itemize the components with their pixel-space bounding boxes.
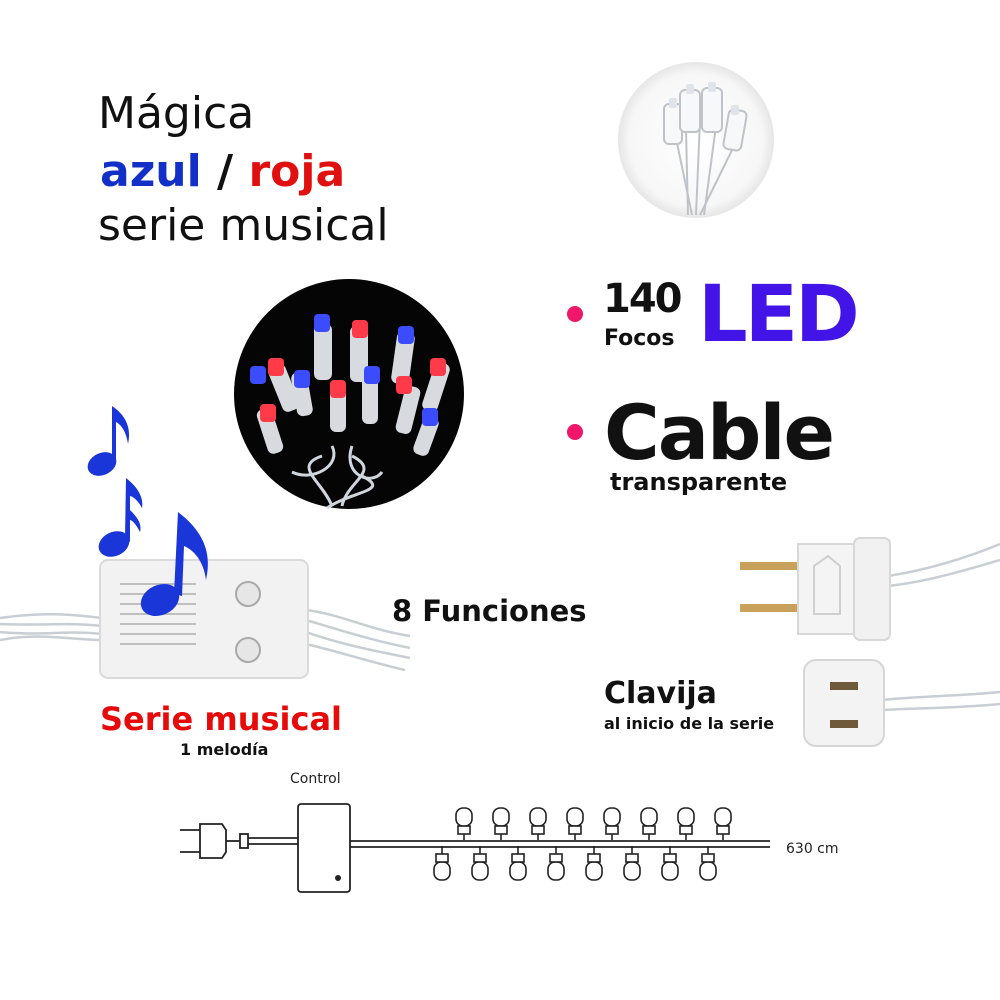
focos-label: Focos [604, 326, 675, 351]
bulb-icon [492, 807, 510, 840]
bulb-icon [471, 846, 489, 881]
bulb-icon [661, 846, 679, 881]
white-bulbs-photo [618, 62, 774, 218]
bulb-icon [699, 846, 717, 881]
title-line-3: serie musical [98, 200, 389, 251]
bulb-icon [603, 807, 621, 840]
led-label: LED [698, 270, 860, 360]
title-line-2: azul / roja [100, 146, 345, 197]
bulb-icon [623, 846, 641, 881]
bulb-icon [640, 807, 658, 840]
cable-label: Cable [604, 388, 835, 477]
bulb-icon [677, 807, 695, 840]
cable-sub-label: transparente [610, 468, 788, 496]
music-note-icon [87, 406, 208, 617]
melody-count: 1 melodía [180, 740, 269, 759]
bullet-dot [567, 424, 583, 440]
bulb-icon [585, 846, 603, 881]
functions-label: 8 Funciones [392, 594, 587, 628]
bulb-icon [714, 807, 732, 840]
wiring-diagram [180, 803, 770, 893]
bulb-icon [529, 807, 547, 840]
plug-title: Clavija [604, 676, 717, 711]
title-line-1: Mágica [98, 88, 255, 139]
socket-photo [803, 659, 1000, 747]
title-separator: / [217, 146, 234, 197]
title-red-word: roja [248, 146, 346, 197]
bulb-icon [509, 846, 527, 881]
title-blue-word: azul [100, 146, 202, 197]
plug-photo [740, 537, 1000, 641]
bulb-icon [433, 846, 451, 881]
musical-series-title: Serie musical [100, 700, 343, 738]
control-label: Control [290, 771, 341, 787]
bullet-dot [567, 306, 583, 322]
plug-subtitle: al inicio de la serie [604, 714, 775, 733]
bulb-icon [547, 846, 565, 881]
bulb-icon [455, 807, 473, 840]
bulb-icon [566, 807, 584, 840]
red-blue-bulbs-photo [234, 279, 464, 510]
led-count: 140 [603, 276, 682, 322]
length-label: 630 cm [786, 841, 839, 857]
music-controller-photo [0, 406, 411, 679]
